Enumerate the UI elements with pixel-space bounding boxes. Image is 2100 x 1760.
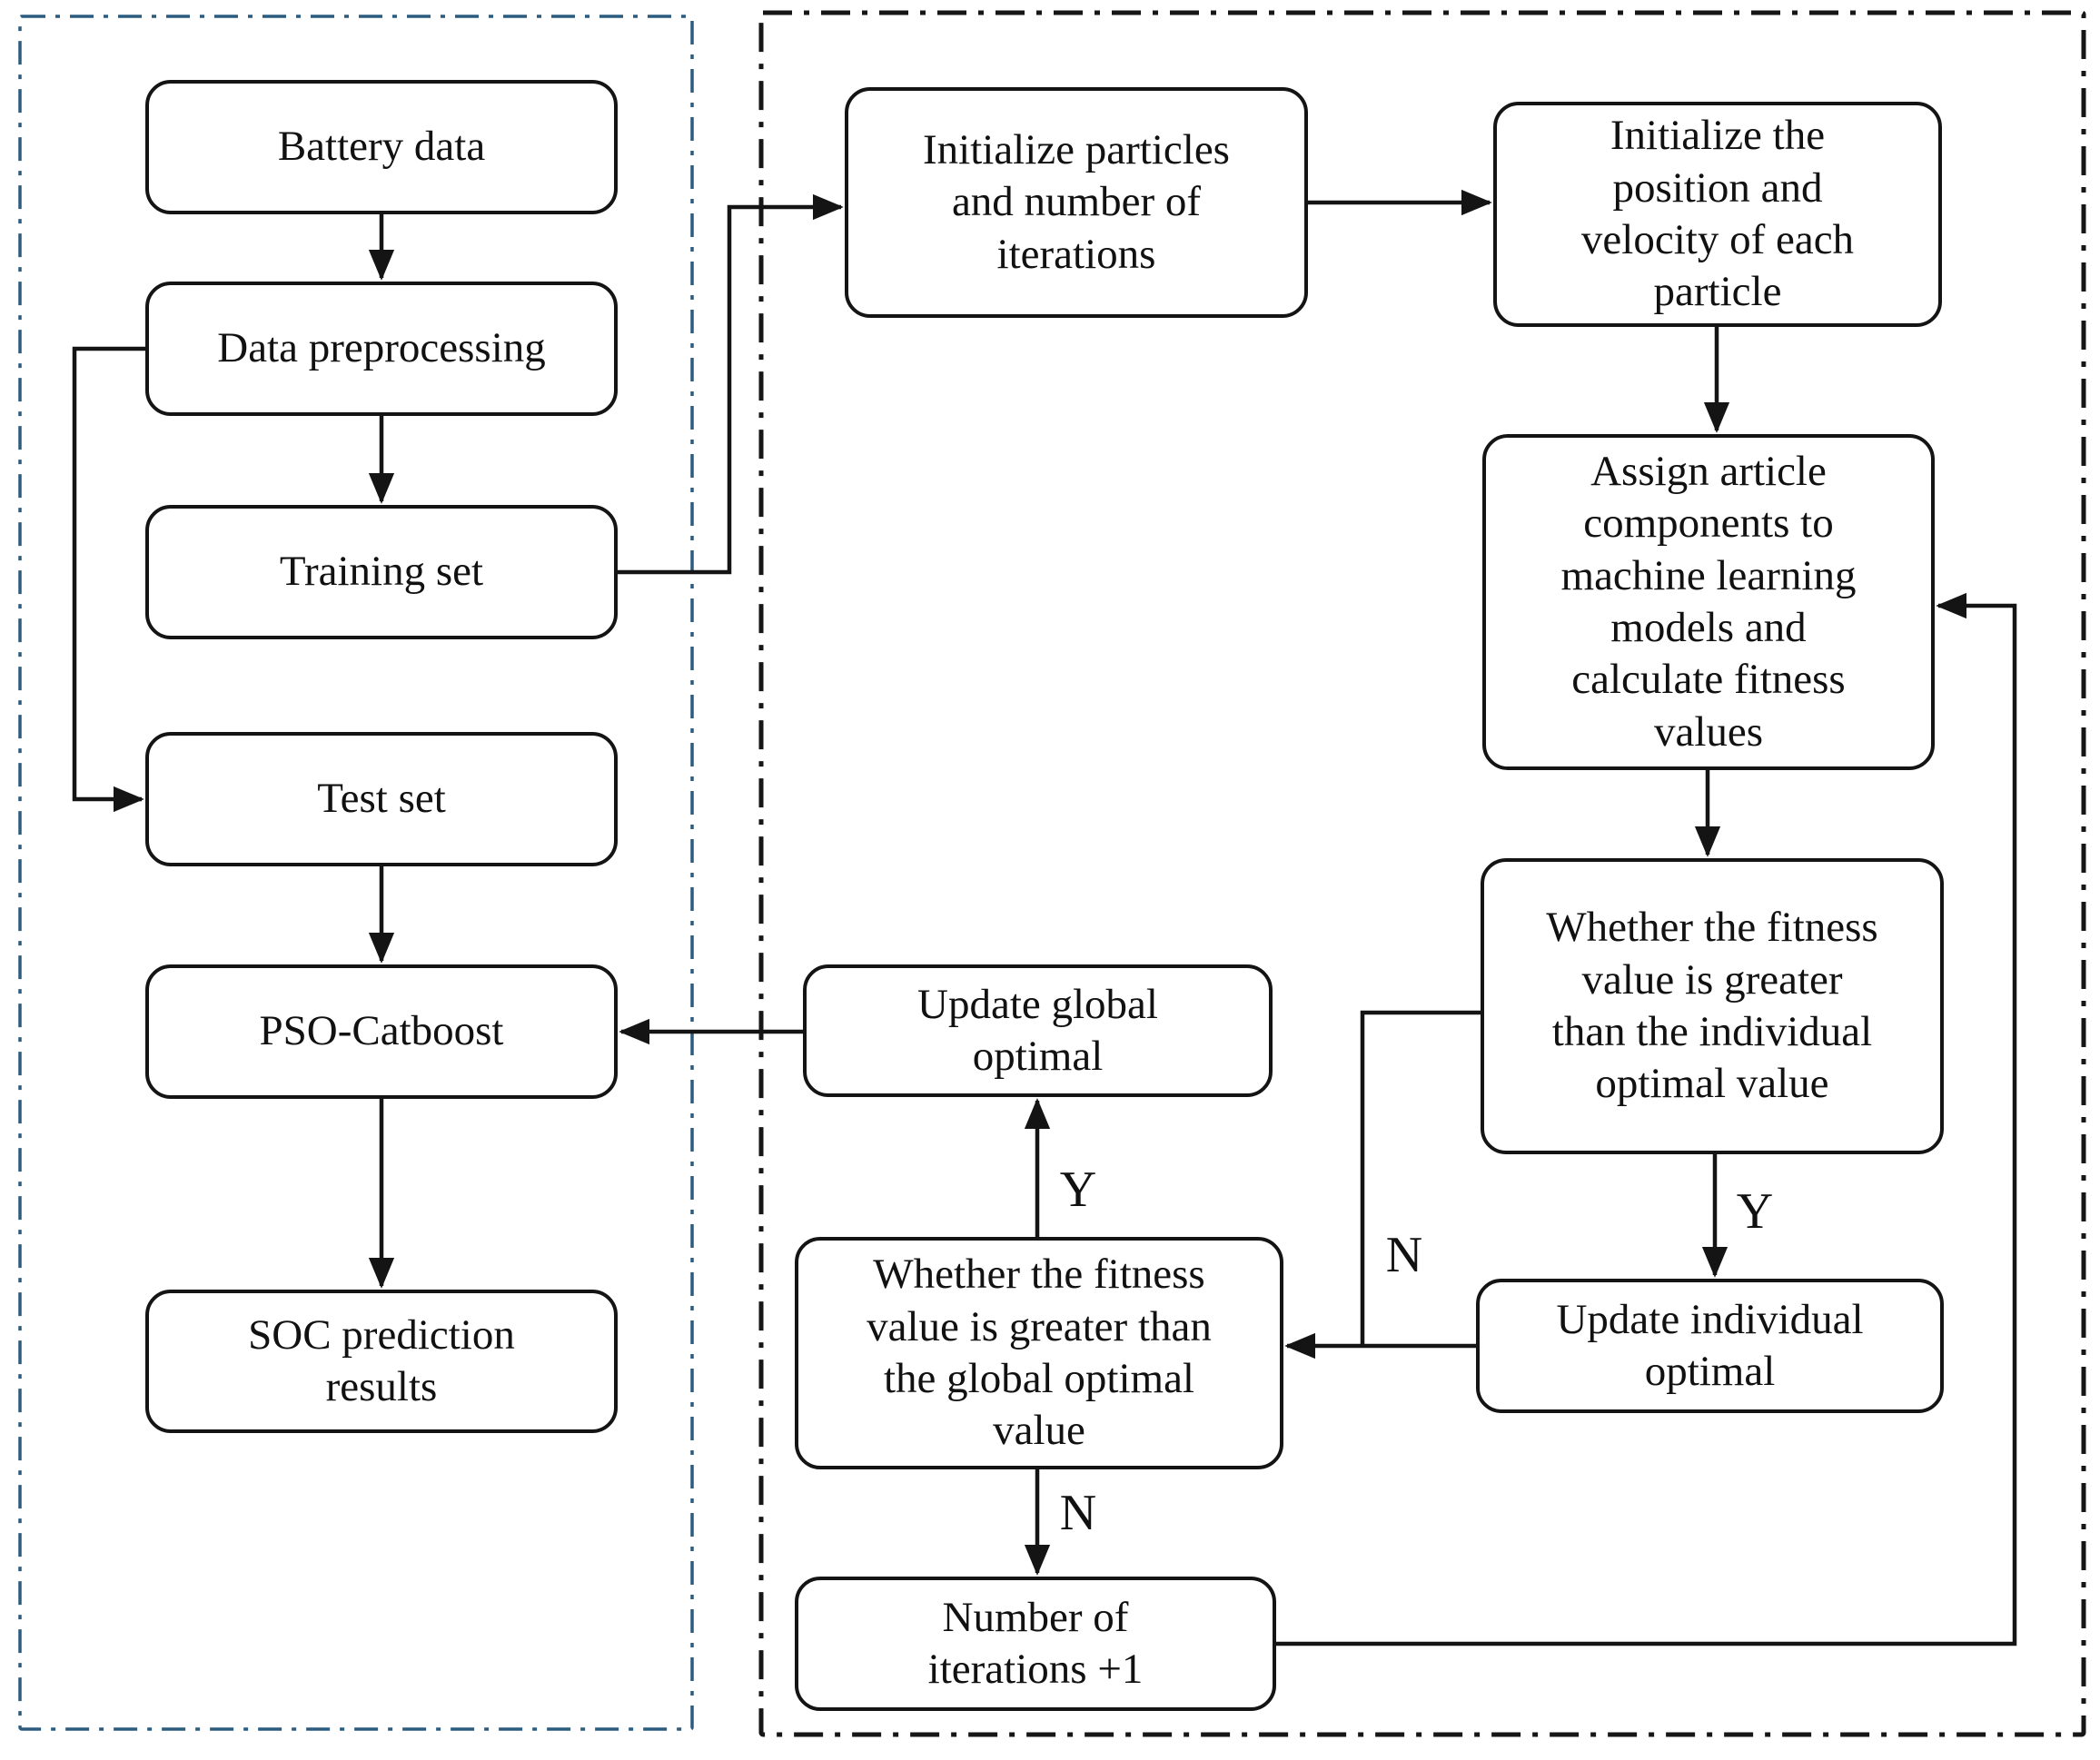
pso-algorithm-panel (758, 10, 2086, 1737)
label-individual-no: N (1385, 1227, 1423, 1283)
label-individual-yes: Y (1736, 1183, 1774, 1240)
node-iterations-plus-one: Number of iterations +1 (795, 1577, 1276, 1711)
node-test-set: Test set (145, 732, 618, 866)
node-update-individual-optimal: Update individual optimal (1476, 1279, 1944, 1413)
node-assign-calculate-fitness: Assign article components to machine lea… (1482, 434, 1935, 770)
edge-fitness-individual-no-branch (1360, 1010, 1481, 1346)
edge-training-to-init-particles (618, 193, 844, 575)
node-soc-prediction-results: SOC prediction results (145, 1290, 618, 1433)
node-initialize-position-velocity: Initialize the position and velocity of … (1493, 102, 1942, 327)
node-initialize-particles: Initialize particles and number of itera… (845, 87, 1308, 318)
label-global-yes: Y (1059, 1162, 1097, 1218)
node-battery-data: Battery data (145, 80, 618, 214)
node-pso-catboost: PSO-Catboost (145, 964, 618, 1099)
data-pipeline-panel (18, 15, 694, 1731)
label-global-no: N (1059, 1485, 1097, 1541)
node-update-global-optimal: Update global optimal (803, 964, 1273, 1097)
edge-preprocessing-to-test (72, 346, 145, 813)
edge-iterations-feedback-to-assign (1276, 592, 2017, 1646)
node-data-preprocessing: Data preprocessing (145, 282, 618, 416)
node-fitness-vs-individual-decision: Whether the fitness value is greater tha… (1481, 858, 1944, 1154)
node-training-set: Training set (145, 505, 618, 639)
node-fitness-vs-global-decision: Whether the fitness value is greater tha… (795, 1237, 1283, 1469)
